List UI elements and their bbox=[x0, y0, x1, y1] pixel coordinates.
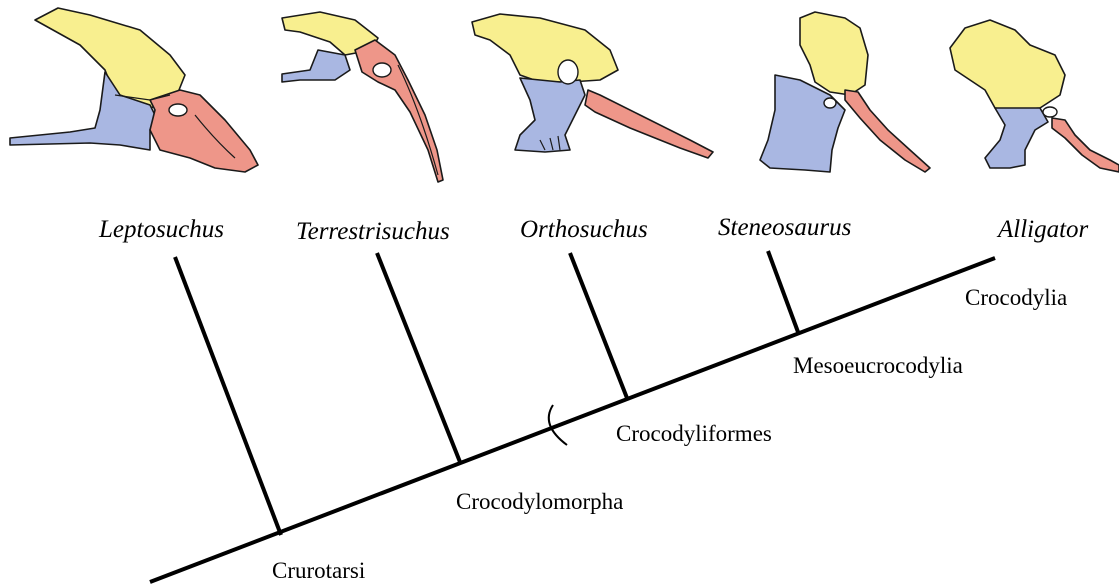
taxon-label-alligator: Alligator bbox=[996, 216, 1089, 243]
branch-leptosuchus bbox=[175, 257, 281, 535]
branch-steneosaurus bbox=[768, 251, 798, 332]
pubis-alligator bbox=[985, 108, 1048, 168]
acetabulum-terrestrisuchus bbox=[373, 63, 391, 77]
pelvis-terrestrisuchus bbox=[282, 12, 443, 182]
pubis-orthosuchus bbox=[515, 78, 585, 152]
taxon-label-orthosuchus: Orthosuchus bbox=[520, 216, 648, 243]
cladogram-trunk bbox=[150, 258, 995, 582]
pelvis-orthosuchus bbox=[472, 14, 713, 158]
taxon-label-leptosuchus: Leptosuchus bbox=[98, 216, 224, 243]
branch-orthosuchus bbox=[570, 253, 627, 398]
clade-label-mesoeucrocodylia: Mesoeucrocodylia bbox=[793, 353, 963, 378]
branch-terrestrisuchus bbox=[377, 253, 460, 462]
ischium-steneosaurus bbox=[845, 90, 930, 172]
clade-label-crocodylomorpha: Crocodylomorpha bbox=[456, 489, 623, 514]
acetabulum-alligator bbox=[1043, 107, 1057, 117]
pelvis-steneosaurus bbox=[760, 12, 930, 172]
ilium-alligator bbox=[950, 20, 1065, 110]
ischium-leptosuchus bbox=[150, 90, 258, 172]
acetabulum-orthosuchus bbox=[558, 60, 578, 84]
clade-label-crocodyliformes: Crocodyliformes bbox=[616, 421, 772, 446]
clade-label-crurotarsi: Crurotarsi bbox=[272, 558, 365, 583]
acetabulum-steneosaurus bbox=[824, 98, 836, 108]
taxon-label-terrestrisuchus: Terrestrisuchus bbox=[296, 218, 450, 245]
acetabulum-leptosuchus bbox=[169, 104, 187, 116]
clade-label-crocodylia: Crocodylia bbox=[965, 285, 1067, 310]
taxon-label-steneosaurus: Steneosaurus bbox=[718, 214, 851, 241]
pelvis-alligator bbox=[950, 20, 1119, 172]
pelvis-leptosuchus bbox=[10, 8, 258, 172]
ischium-terrestrisuchus bbox=[355, 40, 443, 182]
ilium-steneosaurus bbox=[800, 12, 868, 95]
ischium-alligator bbox=[1052, 118, 1119, 172]
ilium-orthosuchus bbox=[472, 14, 618, 82]
ischium-orthosuchus bbox=[585, 90, 713, 158]
pubis-terrestrisuchus bbox=[282, 50, 350, 82]
